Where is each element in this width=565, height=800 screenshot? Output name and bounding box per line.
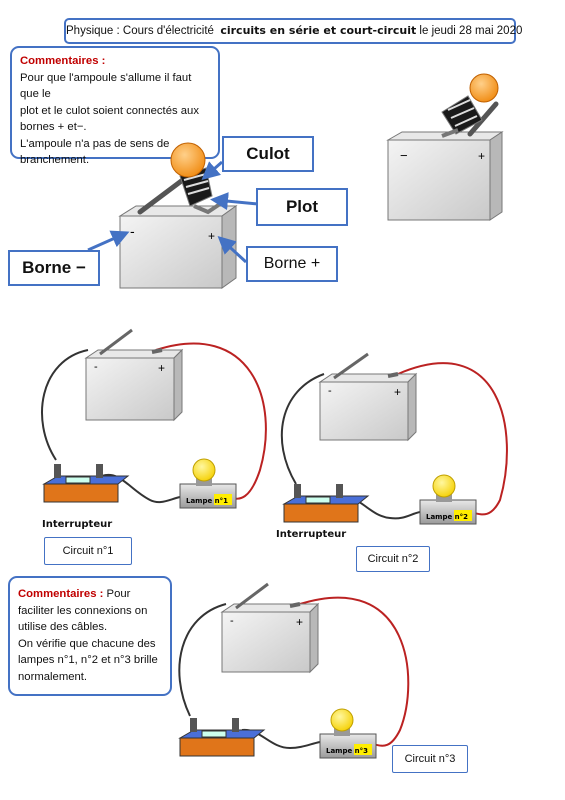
comment-1-line-5: branchement. xyxy=(20,154,90,166)
battery-large-1 xyxy=(118,205,238,289)
header-date: le jeudi 28 mai 2020 xyxy=(419,25,523,37)
circuit-3-battery-plus: + xyxy=(296,615,303,629)
comment-2-line-3: On vérifie que chacune des xyxy=(18,637,156,650)
circuit-label-2: Circuit n°2 xyxy=(356,546,430,572)
circuit-2-battery-plus: + xyxy=(394,385,401,399)
label-plot: Plot xyxy=(256,188,348,226)
page-header: Physique : Cours d'électricité circuits … xyxy=(64,18,522,44)
comment-1-title: Commentaires : xyxy=(20,55,106,67)
comment-2-line-4: lampes n°1, n°2 et n°3 brille xyxy=(18,654,158,666)
label-culot: Culot xyxy=(222,136,314,172)
lamp-1-label: Lampe n°1 xyxy=(186,497,228,505)
comment-1-line-2: plot et le culot soient connectés aux xyxy=(20,104,199,117)
battery-2-plus: + xyxy=(478,149,485,163)
circuit-2-battery-minus: - xyxy=(328,385,332,397)
comment-1-line-4: L'ampoule n'a pas de sens de xyxy=(20,137,170,150)
comment-box-1: Commentaires : Pour que l'ampoule s'allu… xyxy=(10,46,220,166)
circuit-2: Lampe n°2 xyxy=(280,352,508,525)
lamp-large-1 xyxy=(137,142,222,215)
header-topic: circuits en série et court-circuit xyxy=(220,24,417,37)
circuit-1: Lampe n°1 xyxy=(41,328,267,509)
comment-box-2: Commentaires : Pour faciliter les connex… xyxy=(8,576,172,696)
comment-2-title-rest: Pour xyxy=(103,588,131,600)
battery-1-plus: + xyxy=(208,229,215,243)
label-borne-minus: Borne − xyxy=(8,250,100,286)
comment-2-line-2: utilise des câbles. xyxy=(18,621,108,633)
circuit-label-3: Circuit n°3 xyxy=(392,745,468,773)
comment-2-line-1: faciliter les connexions on xyxy=(18,604,148,617)
lamp-3-label: Lampe n°3 xyxy=(326,747,368,755)
comment-2-line-5: normalement. xyxy=(18,670,88,683)
interrupteur-label-2: Interrupteur xyxy=(276,529,347,540)
battery-2-minus: − xyxy=(400,148,408,163)
header-prefix: Physique : Cours d'électricité xyxy=(66,25,214,37)
circuit-1-battery-plus: + xyxy=(158,361,165,375)
circuit-label-1: Circuit n°1 xyxy=(44,537,132,565)
circuit-3: Lampe n°3 xyxy=(178,582,410,759)
circuit-1-battery-minus: - xyxy=(94,361,98,373)
label-borne-plus: Borne + xyxy=(246,246,338,282)
circuit-3-battery-minus: - xyxy=(230,615,234,627)
comment-1-line-1: Pour que l'ampoule s'allume il faut que … xyxy=(20,71,192,101)
lamp-2-label: Lampe n°2 xyxy=(426,513,468,521)
lamp-large-2 xyxy=(441,73,499,138)
battery-large-2 xyxy=(386,131,504,221)
comment-1-line-3: bornes + et−. xyxy=(20,121,87,133)
interrupteur-label-1: Interrupteur xyxy=(42,519,113,530)
comment-2-title: Commentaires : xyxy=(18,588,104,600)
battery-1-minus: - xyxy=(130,223,135,239)
